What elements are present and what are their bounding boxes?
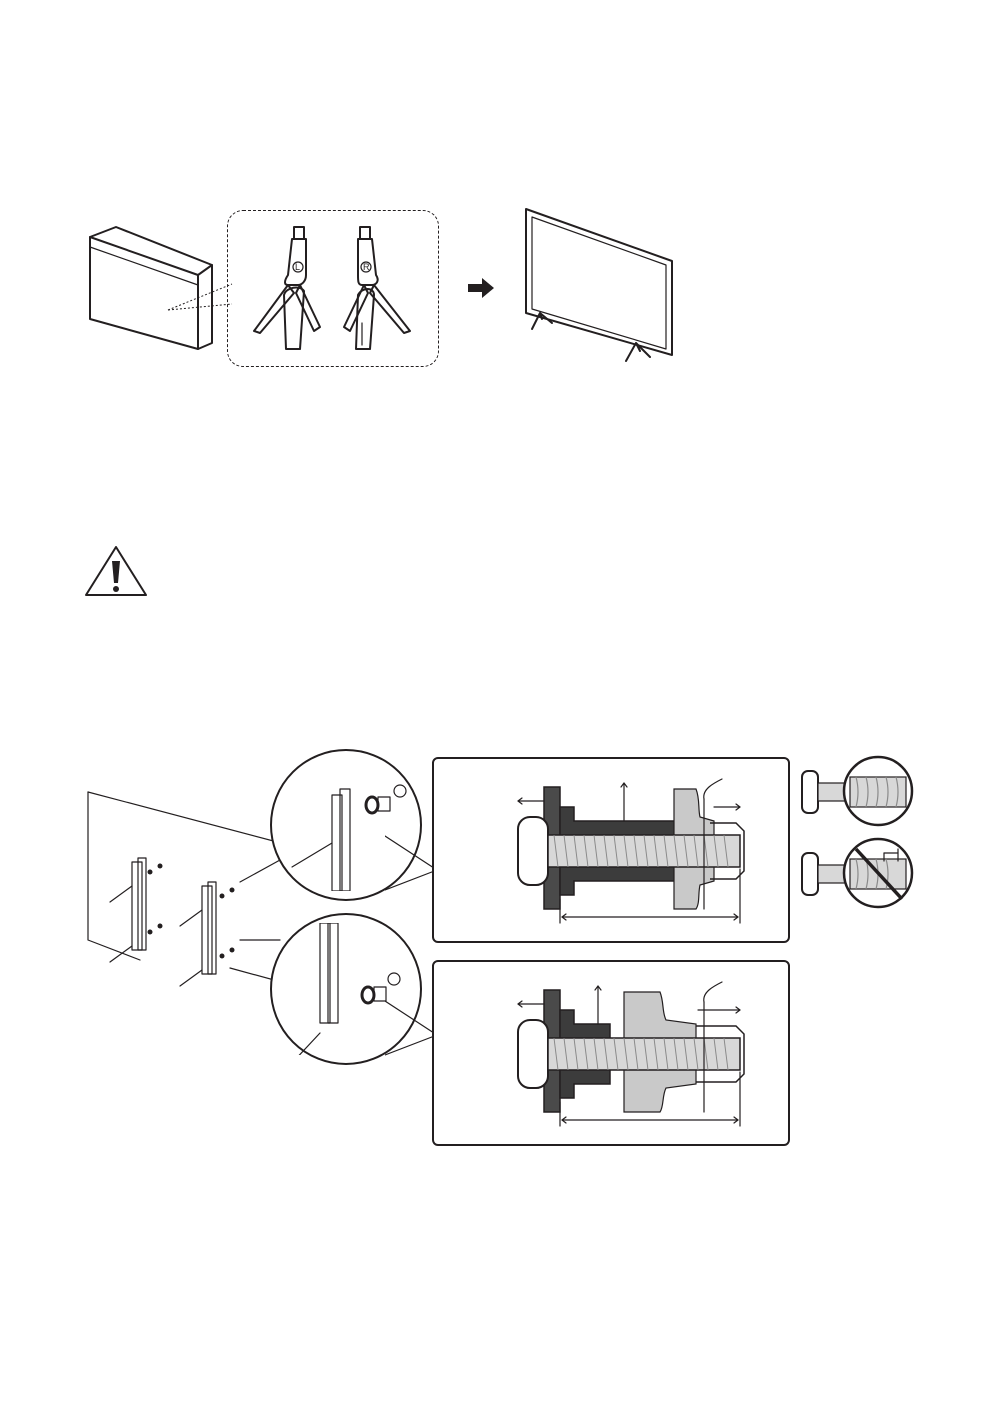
arrow-right-icon bbox=[468, 278, 496, 298]
screw-cross-section bbox=[434, 759, 788, 941]
cross-section-panel-bottom bbox=[432, 960, 790, 1146]
tv-with-stand-icon bbox=[518, 205, 688, 365]
cross-section-panel-top bbox=[432, 757, 790, 943]
right-stand-icon bbox=[336, 223, 416, 353]
left-stand-mark: L bbox=[295, 262, 300, 272]
right-stand-mark: R bbox=[363, 262, 370, 272]
screw-cross-section bbox=[434, 962, 788, 1144]
left-stand-icon bbox=[248, 223, 328, 353]
stand-parts-callout: L R bbox=[227, 210, 439, 367]
correct-screw-icon bbox=[800, 753, 920, 833]
stand-install-figure: L R bbox=[80, 200, 700, 375]
wall-mount-figure bbox=[80, 745, 920, 1155]
warning-triangle-icon bbox=[84, 545, 148, 597]
prohibited-screw-icon bbox=[800, 835, 920, 915]
